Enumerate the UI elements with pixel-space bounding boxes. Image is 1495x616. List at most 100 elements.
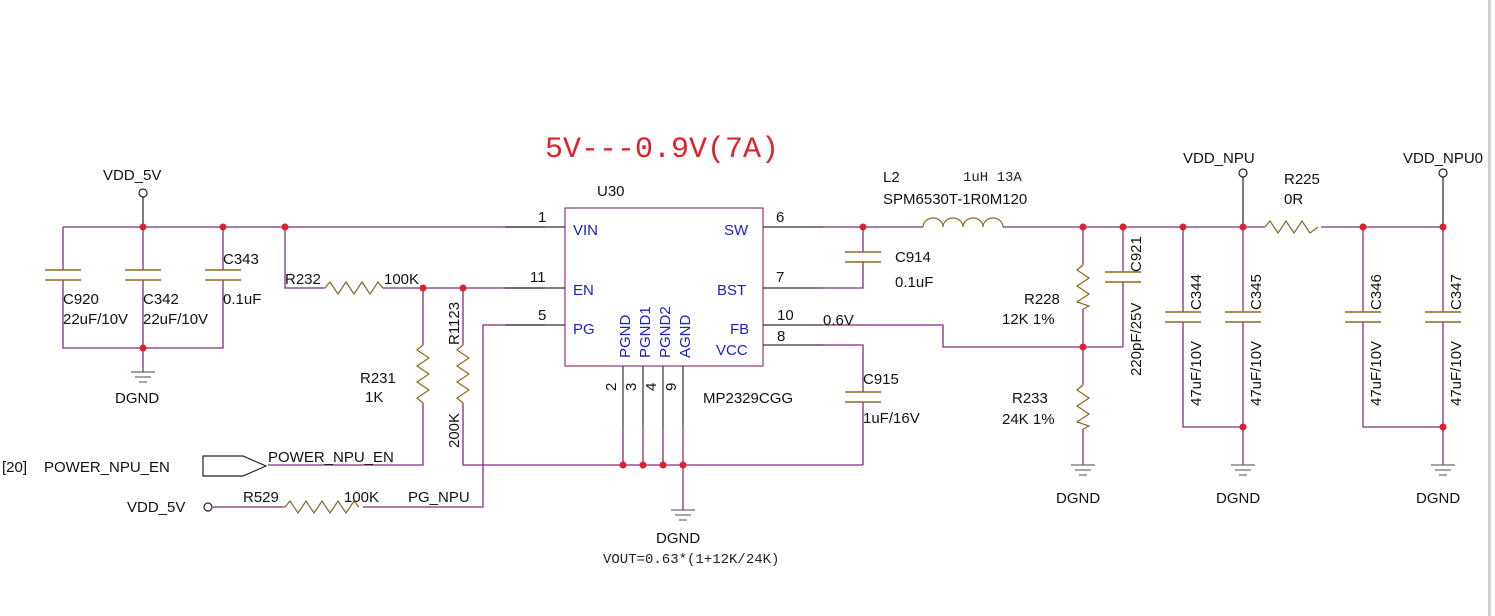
pin-bst: BST [717,282,746,299]
gnd-label: DGND [656,530,700,547]
ic-part-number: MP2329CGG [703,390,793,407]
capacitor-c347 [1425,311,1461,323]
r1123-value: 200K [446,413,463,448]
window-edge [1488,0,1491,616]
r1123-ref: R1123 [446,302,463,345]
r529-ref: R529 [243,489,279,506]
pin-sw: SW [724,222,749,239]
r228-value: 12K 1% [1002,311,1055,328]
power-port-vdd-5v-left [203,502,213,512]
r225-ref: R225 [1284,171,1320,188]
schematic-title: 5V---0.9V(7A) [545,133,779,167]
ground-symbol [1071,464,1095,476]
r228-ref: R228 [1024,291,1060,308]
pg-npu-label: PG_NPU [408,489,470,506]
capacitor-c344 [1165,311,1201,323]
vout-formula: VOUT=0.63*(1+12K/24K) [603,552,779,568]
junction-dots [139,223,1447,469]
pin-agnd: AGND [677,314,694,358]
c344-value: 47uF/10V [1188,341,1205,406]
resistor-r529 [284,499,360,515]
l2-value: 1uH 13A [963,170,1022,186]
c343-ref: C343 [223,251,259,268]
ground-symbol [131,371,155,383]
pin-num-vin: 1 [538,209,546,226]
capacitor-c914 [845,251,881,263]
c342-value: 22uF/10V [143,311,208,328]
r231-value: 1K [365,389,383,406]
gnd-label: DGND [1416,490,1460,507]
ground-symbol [1431,464,1455,476]
r225-value: 0R [1284,191,1303,208]
capacitor-c345 [1225,311,1261,323]
net-vdd-npu: VDD_NPU [1183,150,1255,167]
c347-ref: C347 [1448,274,1465,310]
net-vdd-5v-top: VDD_5V [103,167,161,184]
r232-ref: R232 [285,271,321,288]
gnd-label: DGND [1056,490,1100,507]
capacitor-c343 [205,269,241,281]
r233-ref: R233 [1012,390,1048,407]
pin-num-fb: 10 [777,307,794,324]
gnd-label: DGND [1216,490,1260,507]
c343-value: 0.1uF [223,291,261,308]
l2-part: SPM6530T-1R0M120 [883,191,1027,208]
pin-num-pgnd2: 4 [643,383,660,391]
ground-symbol [671,509,695,521]
capacitor-c342 [125,269,161,281]
resistor-r1123 [455,344,471,404]
c914-ref: C914 [895,249,931,266]
pin-fb: FB [730,321,749,338]
resistor-r231 [415,344,431,404]
r529-value: 100K [344,489,379,506]
gnd-label: DGND [115,390,159,407]
pin-num-pg: 5 [538,307,546,324]
c915-value: 1uF/16V [863,410,920,427]
inductor-l2 [922,217,1004,228]
c915-ref: C915 [863,371,899,388]
c345-ref: C345 [1248,274,1265,310]
capacitor-c921 [1105,271,1141,283]
pin-pg: PG [573,321,595,338]
pin-pgnd1: PGND1 [637,306,654,358]
c920-ref: C920 [63,291,99,308]
capacitor-c346 [1345,311,1381,323]
resistor-r225 [1264,219,1319,235]
port-ref: [20] [2,459,27,476]
pin-num-vcc: 8 [777,328,785,345]
r231-ref: R231 [360,370,396,387]
c914-value: 0.1uF [895,274,933,291]
c342-ref: C342 [143,291,179,308]
ground-symbol [1231,464,1255,476]
pin-pgnd2: PGND2 [657,306,674,358]
port-power-npu-en: POWER_NPU_EN [44,459,170,476]
ic-ref: U30 [597,183,625,200]
power-npu-en-label: POWER_NPU_EN [268,449,394,466]
capacitor-c920 [45,269,81,281]
c344-ref: C344 [1188,274,1205,310]
offpage-port-icon [202,455,268,477]
pin-vcc: VCC [716,342,748,359]
power-port-vdd-5v [138,188,148,198]
pin-pgnd: PGND [617,314,634,358]
capacitor-c915 [845,391,881,403]
pin-num-en: 11 [530,269,546,286]
resistor-r232 [324,280,384,296]
pin-num-bst: 7 [776,269,784,286]
c347-value: 47uF/10V [1448,341,1465,406]
c921-ref: C921 [1128,236,1145,272]
pin-en: EN [573,282,594,299]
pin-num-agnd: 9 [663,383,680,391]
c921-value: 220pF/25V [1128,303,1145,376]
resistor-r233 [1075,384,1091,430]
resistor-r228 [1075,264,1091,310]
c920-value: 22uF/10V [63,311,128,328]
power-port-vdd-npu [1238,168,1248,178]
c346-value: 47uF/10V [1368,341,1385,406]
c345-value: 47uF/10V [1248,341,1265,406]
fb-voltage-label: 0.6V [823,312,854,329]
r233-value: 24K 1% [1002,411,1055,428]
pin-num-pgnd1: 3 [623,383,640,391]
r232-value: 100K [384,271,419,288]
